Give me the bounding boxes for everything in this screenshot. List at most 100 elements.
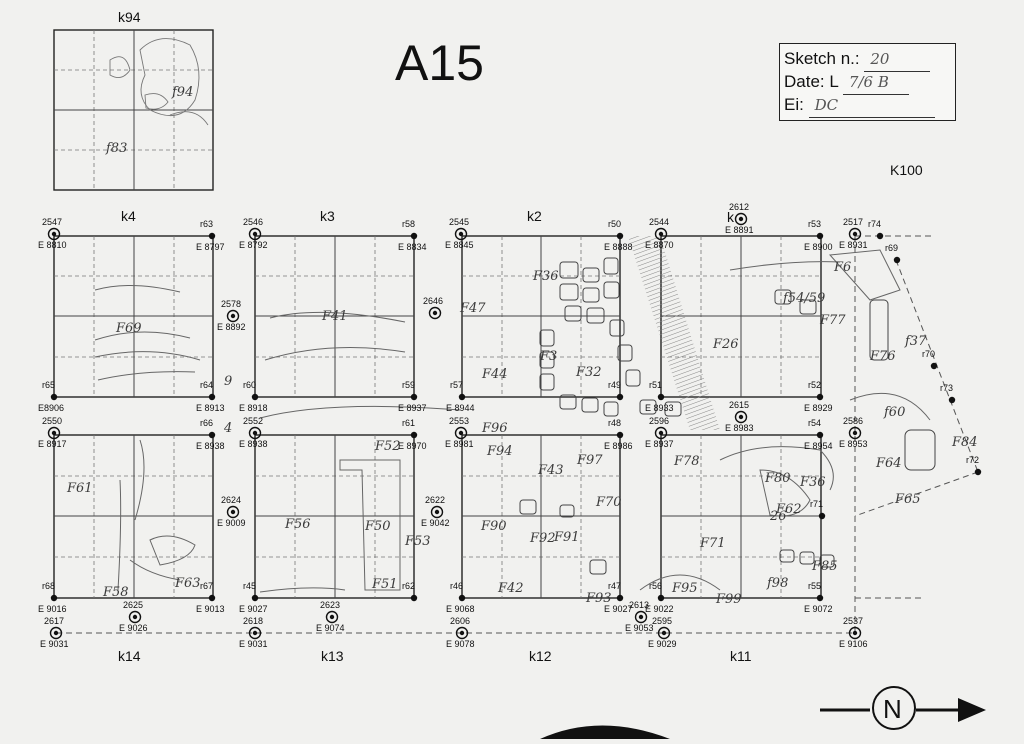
survey-point-ring-icon bbox=[49, 626, 63, 640]
survey-point-dot-icon bbox=[818, 512, 826, 520]
north-circle-icon bbox=[872, 686, 916, 730]
survey-point-dot-icon bbox=[657, 393, 665, 401]
survey-point-ring-icon bbox=[47, 426, 61, 440]
feature-label-f94: f94 bbox=[171, 85, 193, 100]
point-elevation: E 8954 bbox=[804, 441, 833, 451]
point-elevation: E 9042 bbox=[421, 518, 450, 528]
north-symbol: N bbox=[883, 694, 902, 724]
point-number: 2547 bbox=[42, 217, 62, 227]
feature-label-f60: f60 bbox=[883, 405, 905, 420]
survey-point-ring-icon bbox=[734, 410, 748, 424]
survey-point-r71: r71 bbox=[810, 499, 826, 520]
survey-point-dot-icon bbox=[208, 431, 216, 439]
survey-point-ring-icon bbox=[455, 626, 469, 640]
survey-point-dot-icon bbox=[329, 614, 335, 620]
arrowhead-icon bbox=[958, 698, 986, 722]
survey-point-dot-icon bbox=[658, 231, 664, 237]
feature-label-f36b: F36 bbox=[799, 475, 826, 490]
survey-point-dot-icon bbox=[852, 630, 858, 636]
label-k1: k bbox=[727, 209, 735, 225]
survey-point-dot-icon bbox=[852, 231, 858, 237]
point-elevation: E 9031 bbox=[239, 639, 268, 649]
survey-point-dot-icon bbox=[852, 430, 858, 436]
sheet-title: A15 bbox=[395, 35, 484, 91]
feature-label-f70: F70 bbox=[595, 495, 622, 510]
survey-point-ring-icon bbox=[47, 227, 61, 241]
point-number: 2586 bbox=[843, 416, 863, 426]
point-number: r59 bbox=[402, 380, 415, 390]
survey-point-dot-icon bbox=[251, 594, 259, 602]
label-k3: k3 bbox=[320, 208, 335, 224]
survey-point-dot-icon bbox=[208, 393, 216, 401]
survey-point-dot-icon bbox=[661, 630, 667, 636]
feature-label-f42: F42 bbox=[497, 581, 524, 596]
feature-label-f5459: f54/59 bbox=[782, 291, 825, 306]
point-number: r64 bbox=[200, 380, 213, 390]
point-elevation: E 8953 bbox=[839, 439, 868, 449]
point-number: r58 bbox=[402, 219, 415, 229]
survey-point-dot-icon bbox=[658, 430, 664, 436]
date-row: Date: L 7/6 B bbox=[784, 70, 951, 95]
label-k2: k2 bbox=[527, 208, 542, 224]
feature-label-f63: F63 bbox=[174, 576, 201, 591]
point-number: r69 bbox=[885, 243, 898, 253]
survey-point-dot-icon bbox=[208, 594, 216, 602]
feature-labels: f94f83F69F41F47F36F32F3F44F26F6F77f37F76… bbox=[66, 85, 978, 607]
survey-point-dot-icon bbox=[638, 614, 644, 620]
survey-point-dot-icon bbox=[410, 393, 418, 401]
feature-label-f64: F64 bbox=[875, 456, 902, 471]
point-number: 2613 bbox=[629, 600, 649, 610]
survey-point-dot-icon bbox=[616, 431, 624, 439]
feature-label-f52: F52 bbox=[374, 439, 401, 454]
survey-point-ring-icon bbox=[248, 626, 262, 640]
point-number: 2617 bbox=[44, 616, 64, 626]
survey-point-2646: 2646 bbox=[423, 296, 443, 320]
point-number: 2517 bbox=[843, 217, 863, 227]
survey-point-dot-icon bbox=[410, 431, 418, 439]
point-elevation: E 8931 bbox=[839, 240, 868, 250]
survey-point-2517: 2517 E 8931 bbox=[839, 217, 868, 250]
survey-point-ring-icon bbox=[454, 227, 468, 241]
point-elevation: E 8810 bbox=[38, 240, 67, 250]
feature-label-f91: F91 bbox=[553, 530, 580, 545]
survey-point-dot-icon bbox=[432, 310, 438, 316]
point-number: r57 bbox=[450, 380, 463, 390]
point-elevation: E 8797 bbox=[196, 242, 225, 252]
survey-point-ring-icon bbox=[848, 626, 862, 640]
label-k11: k11 bbox=[730, 648, 752, 664]
point-number: r71 bbox=[810, 499, 823, 509]
feature-label-f41: F41 bbox=[321, 309, 348, 324]
survey-point-dot-icon bbox=[434, 509, 440, 515]
feature-label-f98: f98 bbox=[766, 576, 788, 591]
survey-point-dot-icon bbox=[738, 414, 744, 420]
survey-point-dot-icon bbox=[816, 431, 824, 439]
date-label: Date: L bbox=[784, 72, 839, 91]
survey-point-ring-icon bbox=[657, 626, 671, 640]
feature-label-f62: F62 bbox=[775, 502, 802, 517]
feature-label-f65: F65 bbox=[894, 492, 921, 507]
sketch-info-box: Sketch n.: 20 Date: L 7/6 B Ei: DC bbox=[779, 43, 956, 121]
point-number: 2545 bbox=[449, 217, 469, 227]
survey-point-r74: r74 bbox=[868, 219, 884, 240]
point-elevation: E 8891 bbox=[725, 225, 754, 235]
point-elevation: E 8918 bbox=[239, 403, 268, 413]
point-elevation: E 8981 bbox=[445, 439, 474, 449]
point-number: r54 bbox=[808, 418, 821, 428]
point-number: r72 bbox=[966, 455, 979, 465]
point-elevation: E 8792 bbox=[239, 240, 268, 250]
survey-point-2547: 2547 E 8810 bbox=[38, 217, 67, 250]
point-number: r53 bbox=[808, 219, 821, 229]
